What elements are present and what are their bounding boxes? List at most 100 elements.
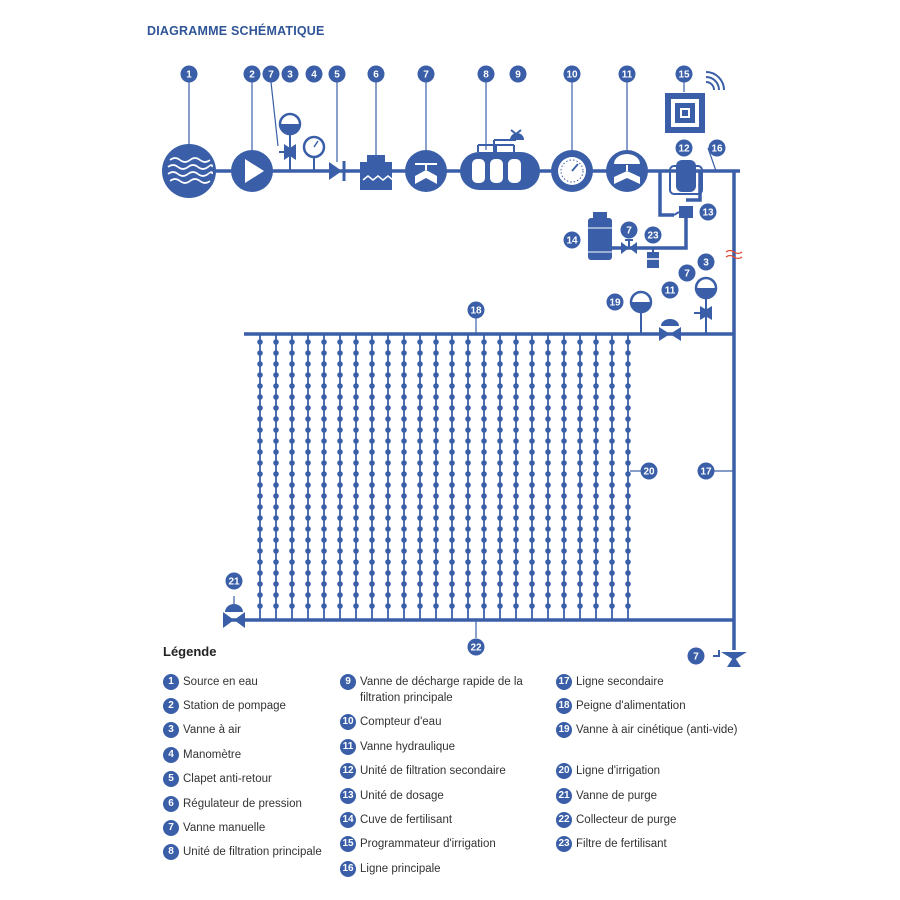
emitter-dot xyxy=(369,482,375,488)
emitter-dot xyxy=(353,581,359,587)
emitter-dot xyxy=(257,548,263,554)
marker-badge xyxy=(467,301,485,319)
emitter-dot xyxy=(465,361,471,367)
emitter-dot xyxy=(449,570,455,576)
emitter-dot xyxy=(577,361,583,367)
emitter-dot xyxy=(369,460,375,466)
emitter-dot xyxy=(529,339,535,345)
emitter-dot xyxy=(561,603,567,609)
emitter-dot xyxy=(369,581,375,587)
marker-number: 11 xyxy=(665,286,676,297)
emitter-dot xyxy=(609,339,615,345)
emitter-dot xyxy=(337,350,343,356)
emitter-dot xyxy=(305,559,311,565)
emitter-dot xyxy=(321,515,327,521)
emitter-dot xyxy=(385,471,391,477)
emitter-dot xyxy=(545,603,551,609)
emitter-dot xyxy=(609,361,615,367)
emitter-dot xyxy=(529,372,535,378)
emitter-dot xyxy=(401,427,407,433)
marker-badge xyxy=(180,65,198,83)
emitter-dot xyxy=(321,570,327,576)
emitter-dot xyxy=(561,449,567,455)
emitter-dot xyxy=(593,438,599,444)
emitter-dot xyxy=(593,471,599,477)
legend-number: 19 xyxy=(556,722,572,738)
emitter-dot xyxy=(369,493,375,499)
emitter-dot xyxy=(449,361,455,367)
emitter-dot xyxy=(353,592,359,598)
emitter-dot xyxy=(609,372,615,378)
emitter-dot xyxy=(561,471,567,477)
emitter-dot xyxy=(625,416,631,422)
emitter-dot xyxy=(321,350,327,356)
emitter-dot xyxy=(561,438,567,444)
legend-label: Vanne manuelle xyxy=(183,822,266,834)
emitter-dot xyxy=(449,460,455,466)
manual-valve-icon xyxy=(279,144,296,160)
emitter-dot xyxy=(289,394,295,400)
legend-number: 2 xyxy=(163,698,179,714)
marker-20: 20 xyxy=(640,462,658,480)
flush-valve-icon xyxy=(223,596,245,628)
emitter-dot xyxy=(257,537,263,543)
emitter-dot xyxy=(561,537,567,543)
emitter-dot xyxy=(337,592,343,598)
emitter-dot xyxy=(401,372,407,378)
emitter-dot xyxy=(513,427,519,433)
marker-badge xyxy=(644,226,662,244)
emitter-dot xyxy=(417,427,423,433)
emitter-dot xyxy=(305,361,311,367)
emitter-dot xyxy=(561,493,567,499)
emitter-dot xyxy=(529,603,535,609)
emitter-dot xyxy=(545,482,551,488)
emitter-dot xyxy=(273,570,279,576)
emitter-dot xyxy=(545,592,551,598)
emitter-dot xyxy=(257,570,263,576)
emitter-dot xyxy=(561,559,567,565)
emitter-dot xyxy=(433,339,439,345)
emitter-dot xyxy=(337,537,343,543)
legend-label: Régulateur de pression xyxy=(183,798,302,810)
emitter-dot xyxy=(625,438,631,444)
emitter-dot xyxy=(497,537,503,543)
emitter-dot xyxy=(289,603,295,609)
emitter-dot xyxy=(465,570,471,576)
emitter-dot xyxy=(609,405,615,411)
emitter-dot xyxy=(401,405,407,411)
emitter-dot xyxy=(593,449,599,455)
emitter-dot xyxy=(433,504,439,510)
irrigation-lines xyxy=(257,334,631,620)
emitter-dot xyxy=(481,603,487,609)
emitter-dot xyxy=(481,460,487,466)
emitter-dot xyxy=(273,603,279,609)
emitter-dot xyxy=(353,416,359,422)
emitter-dot xyxy=(337,405,343,411)
emitter-dot xyxy=(465,405,471,411)
legend-number: 1 xyxy=(163,674,179,690)
emitter-dot xyxy=(369,471,375,477)
marker-number: 15 xyxy=(678,70,690,81)
emitter-dot xyxy=(305,471,311,477)
marker-3: 3 xyxy=(281,65,299,83)
marker-number: 3 xyxy=(287,70,293,81)
emitter-dot xyxy=(289,361,295,367)
emitter-dot xyxy=(609,592,615,598)
emitter-dot xyxy=(529,559,535,565)
emitter-dot xyxy=(401,603,407,609)
emitter-dot xyxy=(561,504,567,510)
pressure-regulator-icon xyxy=(360,155,394,190)
emitter-dot xyxy=(481,416,487,422)
emitter-dot xyxy=(289,592,295,598)
emitter-dot xyxy=(305,350,311,356)
emitter-dot xyxy=(529,592,535,598)
emitter-dot xyxy=(497,493,503,499)
emitter-dot xyxy=(497,405,503,411)
emitter-dot xyxy=(513,515,519,521)
marker-badge xyxy=(708,139,726,157)
legend-label: Collecteur de purge xyxy=(576,814,677,826)
emitter-dot xyxy=(417,493,423,499)
